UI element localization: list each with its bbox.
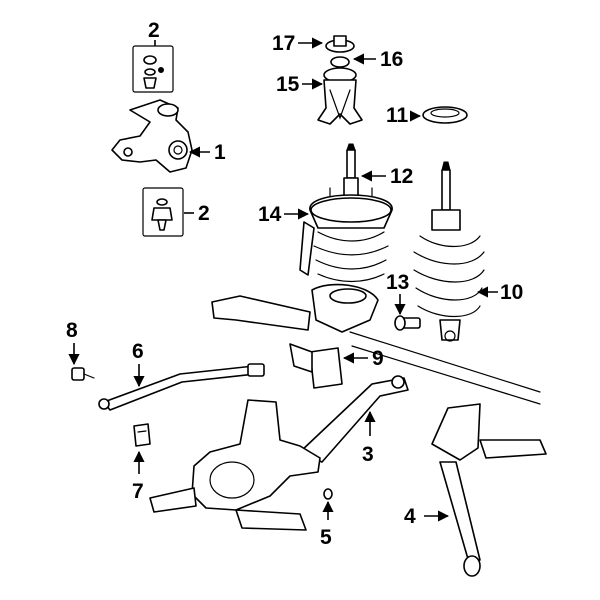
frame-crossmember xyxy=(211,283,541,405)
callout-label-5: 5 xyxy=(320,526,332,549)
stabilizer-bar xyxy=(98,363,265,411)
callout-label-1: 1 xyxy=(214,141,226,164)
callout-label-11: 11 xyxy=(386,104,409,127)
callout-label-10: 10 xyxy=(500,281,523,304)
callout-label-4: 4 xyxy=(404,505,416,528)
callout-2-lower: 2 xyxy=(184,202,210,225)
strut-upper-mount xyxy=(317,35,363,125)
callout-6: 6 xyxy=(132,340,145,388)
callout-4: 4 xyxy=(404,505,450,528)
callout-8: 8 xyxy=(66,319,80,366)
stabilizer-bushing xyxy=(133,423,151,447)
callout-15: 15 xyxy=(276,73,324,96)
ball-joint-lower-inset xyxy=(142,187,184,237)
coil-spring xyxy=(413,161,485,342)
strut-assembly xyxy=(299,194,393,283)
bump-stop xyxy=(289,343,343,389)
callout-label-3: 3 xyxy=(362,443,374,466)
callout-2-upper: 2 xyxy=(148,19,160,46)
callout-label-2-upper: 2 xyxy=(148,19,160,42)
callout-11: 11 xyxy=(386,104,422,127)
track-bar xyxy=(431,403,547,577)
callout-9: 9 xyxy=(342,347,384,370)
callout-17: 17 xyxy=(272,32,324,55)
nut xyxy=(323,488,333,500)
callout-7: 7 xyxy=(132,450,145,503)
callout-label-12: 12 xyxy=(390,165,413,188)
axle-differential xyxy=(149,399,321,531)
spring-insulator xyxy=(422,106,468,124)
callout-16: 16 xyxy=(352,48,403,71)
bolt xyxy=(394,315,421,331)
stabilizer-link xyxy=(71,367,95,381)
callout-label-13: 13 xyxy=(386,271,409,294)
ball-joint-upper-inset xyxy=(132,45,174,93)
callout-10: 10 xyxy=(476,281,523,304)
callout-3: 3 xyxy=(362,410,376,466)
callout-12: 12 xyxy=(360,165,413,188)
steering-knuckle xyxy=(111,99,193,173)
callout-label-14: 14 xyxy=(258,203,282,226)
callout-label-16: 16 xyxy=(380,48,403,71)
callout-5: 5 xyxy=(320,500,334,549)
callout-label-7: 7 xyxy=(132,480,144,503)
callout-13: 13 xyxy=(386,271,409,316)
callout-label-17: 17 xyxy=(272,32,295,55)
callout-label-6: 6 xyxy=(132,340,144,363)
callout-label-15: 15 xyxy=(276,73,300,96)
callout-14: 14 xyxy=(258,203,310,226)
callout-label-2-lower: 2 xyxy=(198,202,210,225)
callout-1: 1 xyxy=(188,141,226,164)
lower-control-arm xyxy=(299,375,409,463)
callout-label-9: 9 xyxy=(372,347,384,370)
callout-label-8: 8 xyxy=(66,319,78,342)
